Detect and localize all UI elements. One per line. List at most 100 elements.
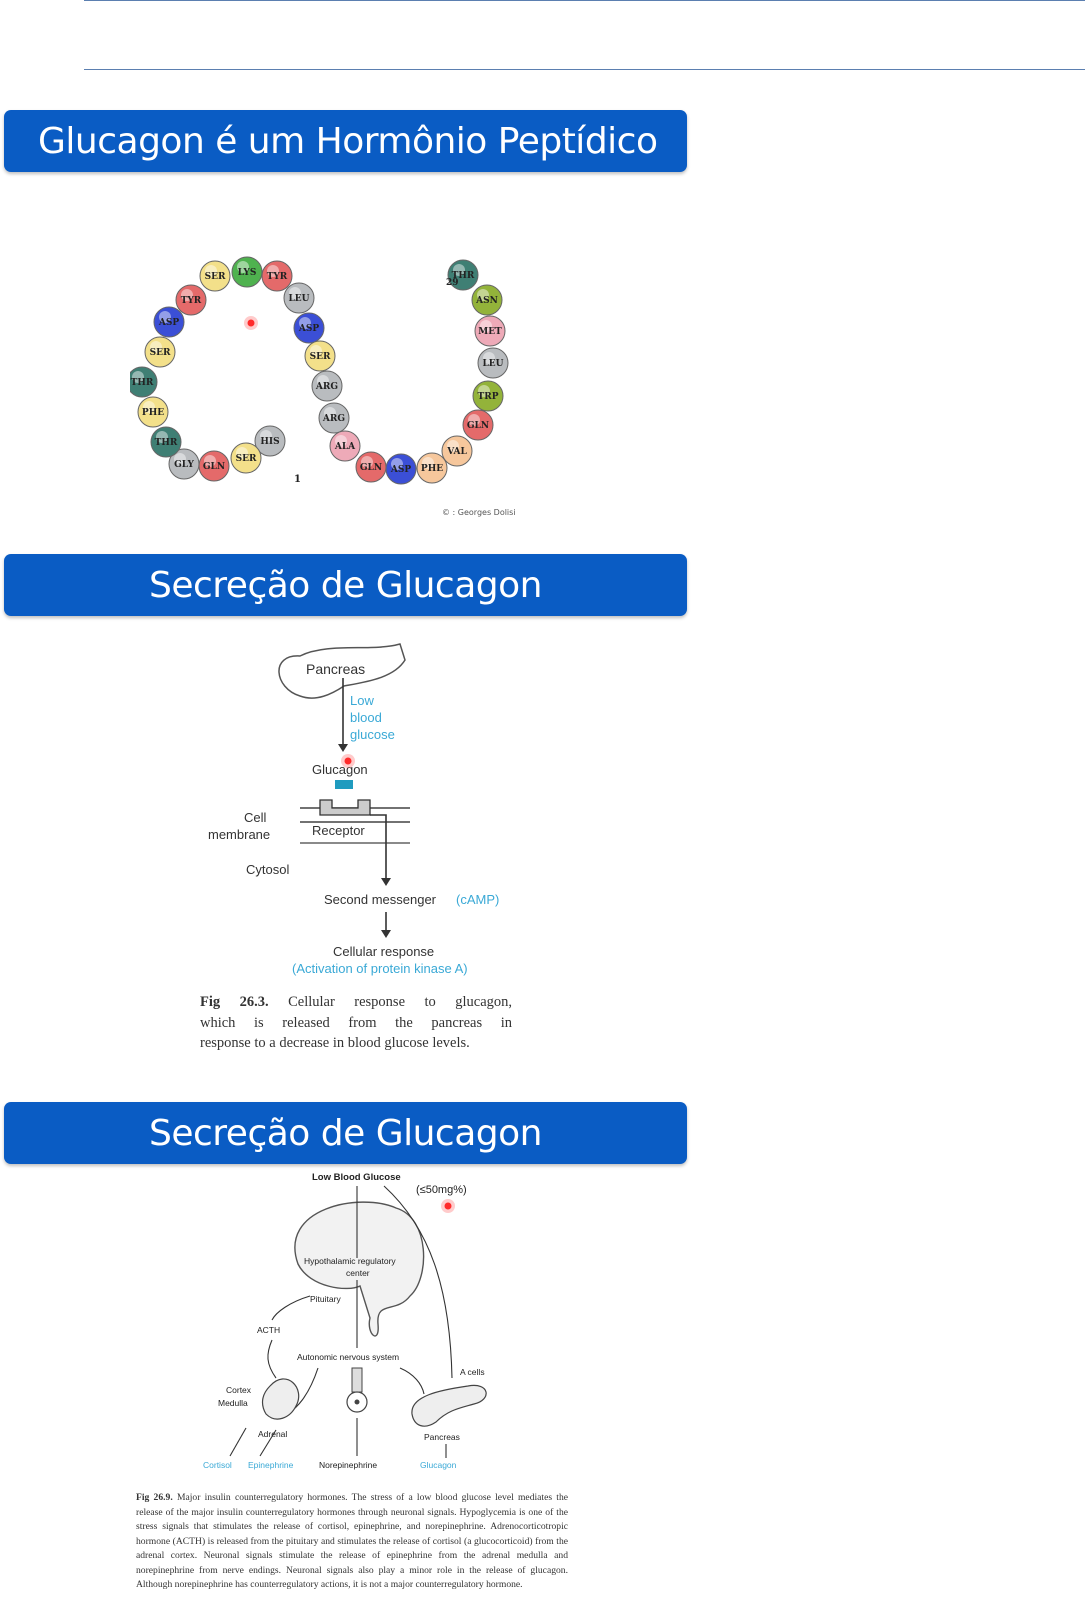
amino-acid-label: GLN (467, 421, 489, 431)
amino-acid-bead (175, 284, 207, 316)
neuron-nucleus (354, 1399, 360, 1405)
amino-acid-label: TRP (478, 392, 499, 402)
slide-title-peptide: Glucagon é um Hormônio Peptídico (4, 110, 687, 172)
bead-highlight (156, 431, 168, 443)
caption-line: Cellular response to glucagon, (288, 994, 513, 1010)
amino-acid-label: ASN (475, 296, 498, 306)
arrowhead (381, 930, 391, 938)
glucagon-molecule (335, 780, 353, 789)
slide-title-text: Secreção de Glucagon (149, 564, 542, 606)
amino-acid-bead (283, 282, 315, 314)
cellular-response-label: Cellular response (333, 944, 434, 959)
bead-highlight (174, 453, 186, 465)
epinephrine-arrow (259, 1429, 277, 1457)
hypothalamic-label: Hypothalamic regulatory (304, 1256, 396, 1266)
amino-acid-bead (416, 452, 448, 484)
acth-label: ACTH (257, 1325, 280, 1335)
amino-acid-label: SER (236, 454, 257, 464)
pointer-dot (444, 1202, 452, 1210)
bead-highlight (391, 458, 403, 470)
arrowhead (338, 744, 348, 752)
amino-acid-bead (153, 306, 185, 338)
glucagon-label: Glucagon (312, 762, 368, 777)
figure-caption-26-9: Fig 26.9. Major insulin counterregulator… (136, 1491, 568, 1593)
bead-highlight (453, 264, 465, 276)
bead-highlight (361, 456, 373, 468)
bead-highlight (205, 265, 217, 277)
cell-label: Cell (244, 810, 267, 825)
slide-title-text: Glucagon é um Hormônio Peptídico (38, 120, 658, 162)
nerve-ending-shape (351, 1367, 363, 1393)
amino-acid-label: SER (150, 348, 171, 358)
camp-label: (cAMP) (456, 892, 499, 907)
amino-acid-label: ASP (298, 324, 319, 334)
counterregulatory-hormones-diagram: Low Blood Glucose (≤50mg%) Hypothalamic … (203, 1172, 487, 1470)
amino-acid-label: ASP (390, 465, 411, 475)
amino-acid-label: PHE (421, 464, 443, 474)
slide-title-secretion: Secreção de Glucagon (4, 554, 687, 616)
glucagon-label: Glucagon (420, 1460, 457, 1470)
pancreas-label: Pancreas (306, 661, 365, 677)
amino-acid-bead (304, 340, 336, 372)
bead-highlight (289, 287, 301, 299)
second-messenger-label: Second messenger (324, 892, 437, 907)
pancreas-arrow (399, 1367, 425, 1395)
amino-acid-label: THR (155, 438, 178, 448)
amino-acid-bead (199, 260, 231, 292)
bead-highlight (468, 414, 480, 426)
amino-acid-label: LEU (288, 294, 309, 304)
bead-highlight (480, 320, 492, 332)
amino-acid-bead (477, 347, 509, 379)
amino-acid-label: SER (310, 352, 331, 362)
activation-label: (Activation of protein kinase A) (292, 961, 468, 976)
low-blood-glucose-label: Low Blood Glucose (312, 1172, 401, 1183)
amino-acid-bead (168, 448, 200, 480)
bead-highlight (204, 455, 216, 467)
amino-acid-bead (261, 260, 293, 292)
pointer-dot (247, 319, 255, 327)
cortisol-label: Cortisol (203, 1460, 232, 1470)
a-cells-arrow (383, 1185, 453, 1379)
receptor-shape (319, 799, 371, 816)
residue-number-29: 29 (446, 278, 459, 288)
epinephrine-label: Epinephrine (248, 1460, 294, 1470)
amino-acid-label: ARG (315, 382, 338, 392)
slide-title-text: Secreção de Glucagon (149, 1112, 542, 1154)
amino-acid-label: ALA (334, 442, 356, 452)
caption-label: Fig 26.9. (136, 1492, 173, 1503)
adrenal-shape (261, 1378, 300, 1420)
bead-highlight (483, 352, 495, 364)
autonomic-label: Autonomic nervous system (297, 1352, 399, 1362)
pancreas-label: Pancreas (424, 1432, 460, 1442)
amino-acid-label: LYS (238, 268, 257, 278)
bead-highlight (260, 430, 272, 442)
bead-highlight (267, 265, 279, 277)
cortex-arrow (267, 1339, 277, 1379)
bead-highlight (299, 317, 311, 329)
amino-acid-label: PHE (142, 408, 164, 418)
cortex-label: Cortex (226, 1385, 252, 1395)
amino-acid-bead (293, 312, 325, 344)
amino-acid-bead (462, 409, 494, 441)
amino-acid-label: LEU (482, 359, 503, 369)
bead-highlight (237, 261, 249, 273)
figure-caption-26-3: Fig 26.3. Cellular response to glucagon,… (200, 992, 512, 1054)
receptor-label: Receptor (312, 823, 365, 838)
image-credit: © : Georges Dolisi (442, 508, 516, 517)
bead-highlight (324, 407, 336, 419)
center-label: center (346, 1268, 370, 1278)
amino-acid-label: GLN (203, 462, 225, 472)
brain-shape (294, 1201, 425, 1337)
amino-acid-label: GLN (360, 463, 382, 473)
pancreas-shape (411, 1384, 487, 1427)
caption-line: which is released from the pancreas in (200, 1014, 512, 1031)
bead-highlight (477, 289, 489, 301)
cytosol-label: Cytosol (246, 862, 289, 877)
bead-highlight (143, 401, 155, 413)
amino-acid-bead (471, 284, 503, 316)
glucagon-signaling-diagram: Pancreas Low blood glucose Glucagon Cell… (208, 643, 499, 976)
caption-text: Major insulin counterregulatory hormones… (136, 1492, 568, 1590)
bead-highlight (236, 447, 248, 459)
amino-acid-bead (137, 396, 169, 428)
